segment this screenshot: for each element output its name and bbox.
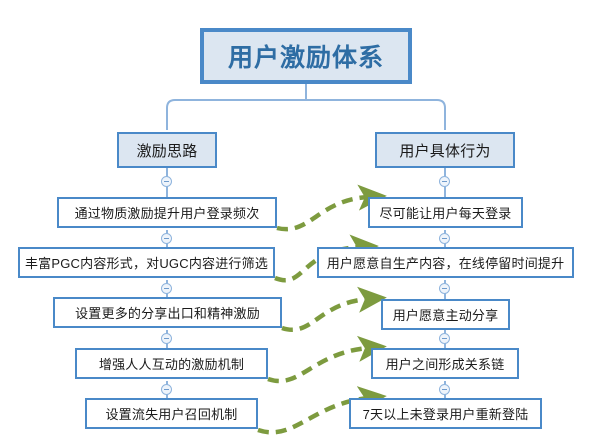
branch-label-right: 用户具体行为 [399,142,491,160]
branch-node-right[interactable]: 用户具体行为 [375,132,515,168]
arrow-left-2-to-right-2 [281,286,387,332]
leaf-label-right-1: 用户愿意自生产内容，在线停留时间提升 [326,256,565,271]
root-title-node[interactable]: 用户激励体系 [200,28,412,84]
leaf-label-left-0: 通过物质激励提升用户登录频次 [74,206,260,221]
collapse-minus-icon-left-0[interactable] [161,176,172,187]
arrow-left-0-to-right-0 [276,184,387,232]
collapse-minus-icon-left-1[interactable] [161,233,172,244]
branch-label-left: 激励思路 [136,142,198,160]
leaf-label-right-4: 7天以上未登录用户重新登陆 [362,407,529,422]
leaf-node-left-3[interactable]: 增强人人互动的激励机制 [75,348,268,379]
collapse-minus-icon-right-1[interactable] [439,233,450,244]
leaf-node-left-1[interactable]: 丰富PGC内容形式，对UGC内容进行筛选 [18,247,275,278]
leaf-label-left-1: 丰富PGC内容形式，对UGC内容进行筛选 [24,256,269,271]
connector-title-to-right [306,99,446,130]
leaf-node-left-2[interactable]: 设置更多的分享出口和精神激励 [53,297,282,328]
connector-title-to-left [166,99,306,130]
arrow-left-3-to-right-3 [267,335,387,384]
leaf-label-left-4: 设置流失用户召回机制 [105,407,238,422]
root-title-label: 用户激励体系 [227,44,384,72]
leaf-label-left-2: 设置更多的分享出口和精神激励 [75,306,260,321]
collapse-minus-icon-right-0[interactable] [439,176,450,187]
leaf-node-left-0[interactable]: 通过物质激励提升用户登录频次 [57,197,277,228]
leaf-label-right-0: 尽可能让用户每天登录 [379,206,512,221]
leaf-node-right-4[interactable]: 7天以上未登录用户重新登陆 [349,398,542,429]
collapse-minus-icon-right-4[interactable] [439,384,450,395]
leaf-node-right-1[interactable]: 用户愿意自生产内容，在线停留时间提升 [317,247,574,278]
leaf-label-right-3: 用户之间形成关系链 [385,357,505,372]
leaf-label-right-2: 用户愿意主动分享 [392,308,499,323]
branch-node-left[interactable]: 激励思路 [117,132,217,168]
collapse-minus-icon-right-2[interactable] [439,283,450,294]
leaf-label-left-3: 增强人人互动的激励机制 [98,357,245,372]
collapse-minus-icon-left-4[interactable] [161,384,172,395]
leaf-node-right-2[interactable]: 用户愿意主动分享 [381,299,510,330]
leaf-node-right-3[interactable]: 用户之间形成关系链 [371,348,519,379]
collapse-minus-icon-left-2[interactable] [161,283,172,294]
collapse-minus-icon-right-3[interactable] [439,333,450,344]
leaf-node-left-4[interactable]: 设置流失用户召回机制 [85,398,258,429]
collapse-minus-icon-left-3[interactable] [161,333,172,344]
leaf-node-right-0[interactable]: 尽可能让用户每天登录 [368,197,523,228]
